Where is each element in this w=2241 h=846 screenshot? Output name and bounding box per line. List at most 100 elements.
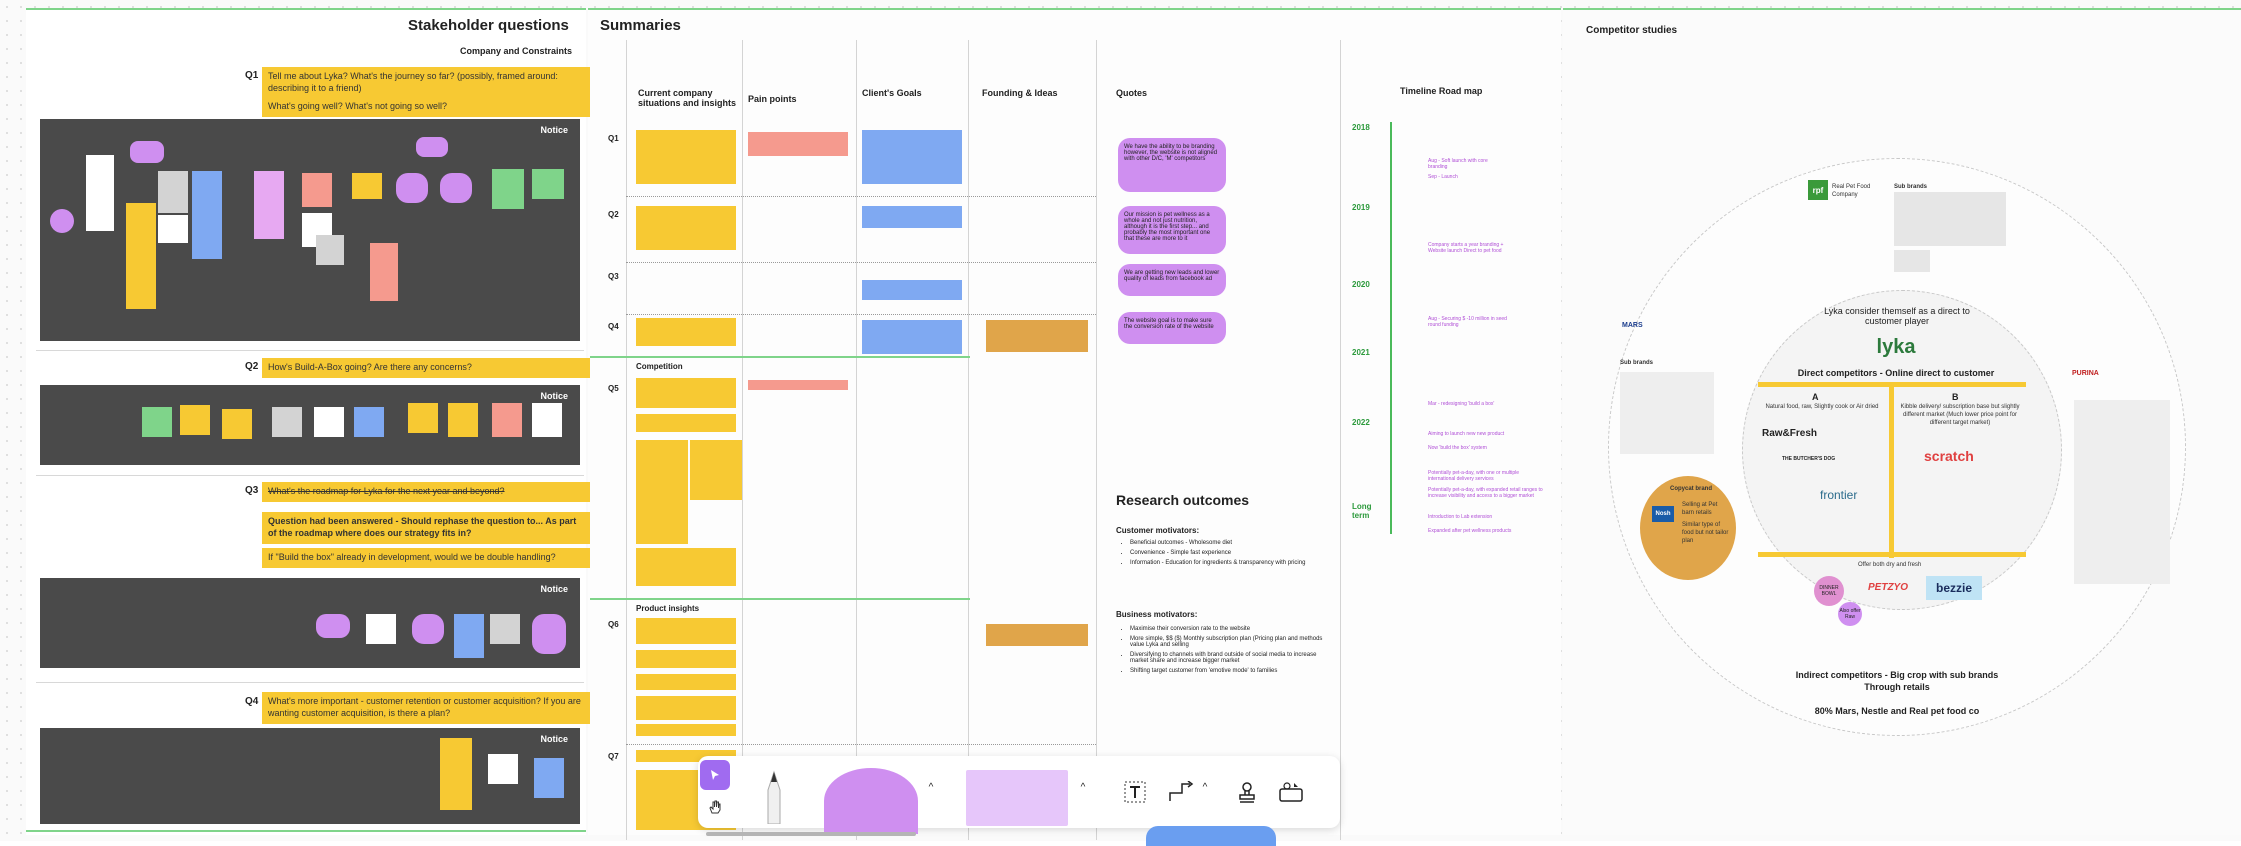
competition-note[interactable] (636, 378, 736, 408)
quote-bubble[interactable]: The website goal is to make sure the con… (1118, 312, 1226, 344)
column-header: Quotes (1116, 88, 1148, 98)
grey-note[interactable] (490, 614, 520, 644)
chevron-up-icon[interactable]: ^ (1080, 781, 1086, 793)
brand-petzyo: PETZYO (1868, 582, 1909, 593)
section-divider (36, 350, 584, 351)
cursor-icon[interactable] (700, 760, 730, 790)
q3-sticky-3[interactable]: If "Build the box" already in developmen… (262, 548, 590, 568)
yellow-note[interactable] (448, 403, 478, 437)
orange-note[interactable] (492, 403, 522, 437)
product-note[interactable] (636, 724, 736, 736)
purple-note[interactable] (416, 137, 448, 157)
section-divider (36, 682, 584, 683)
purple-note[interactable] (412, 614, 444, 644)
insight-note[interactable] (636, 318, 736, 346)
purple-note[interactable] (50, 209, 74, 233)
blue-note[interactable] (454, 614, 484, 658)
q1-sticky[interactable]: Tell me about Lyka? What's the journey s… (262, 67, 590, 99)
column-header: Timeline Road map (1400, 86, 1483, 96)
q1-sticky-2[interactable]: What's going well? What's not going so w… (262, 97, 590, 117)
sticky-note-icon[interactable] (966, 770, 1068, 826)
q3-sticky-2[interactable]: Question had been answered - Should reph… (262, 512, 590, 544)
green-note[interactable] (532, 169, 564, 199)
goal-note[interactable] (862, 320, 962, 354)
founding-note[interactable] (986, 320, 1088, 352)
horizontal-scrollbar[interactable] (706, 832, 916, 836)
product-note[interactable] (636, 674, 736, 690)
q2-text: How's Build-A-Box going? Are there any c… (268, 362, 472, 372)
blue-note[interactable] (192, 171, 222, 259)
grey-note[interactable] (316, 235, 344, 265)
notice-panel-q3[interactable]: Notice (40, 578, 580, 668)
pen-icon[interactable] (760, 766, 788, 826)
grey-note[interactable] (158, 171, 188, 213)
pain-point-note[interactable] (748, 132, 848, 156)
list-item: Convenience - Simple fast experience (1130, 550, 1350, 556)
yellow-note[interactable] (222, 409, 252, 439)
copycat-bubble[interactable] (1640, 476, 1736, 580)
product-note[interactable] (636, 696, 736, 720)
product-note[interactable] (636, 618, 736, 644)
section-divider (26, 830, 586, 832)
q2-sticky[interactable]: How's Build-A-Box going? Are there any c… (262, 358, 590, 378)
pain-point-note[interactable] (748, 380, 848, 390)
blue-tab-partial[interactable] (1146, 826, 1276, 846)
copycat-text-1: Selling at Pet barn retails (1682, 502, 1718, 516)
purple-note[interactable] (130, 141, 164, 163)
white-note[interactable] (314, 407, 344, 437)
competition-note[interactable] (636, 414, 736, 432)
column-header: Founding & Ideas (982, 88, 1058, 98)
yellow-note[interactable] (440, 738, 472, 810)
founding-note[interactable] (986, 624, 1088, 646)
hand-icon[interactable] (700, 792, 730, 822)
quote-bubble[interactable]: We have the ability to be branding howev… (1118, 138, 1226, 192)
notice-panel-q2[interactable]: Notice (40, 385, 580, 465)
shape-icon[interactable] (824, 768, 918, 834)
competition-note[interactable] (636, 440, 688, 544)
purple-note[interactable] (396, 173, 428, 203)
chevron-up-icon[interactable]: ^ (928, 781, 934, 793)
white-note[interactable] (488, 754, 518, 784)
green-note[interactable] (492, 169, 524, 209)
timeline-year: 2022 (1352, 418, 1370, 427)
yellow-note[interactable] (180, 405, 210, 435)
purple-note[interactable] (316, 614, 350, 638)
purple-note[interactable] (254, 171, 284, 239)
widget-icon[interactable] (1276, 777, 1306, 807)
orange-note[interactable] (302, 173, 332, 207)
white-note[interactable] (366, 614, 396, 644)
q4-sticky[interactable]: What's more important - customer retenti… (262, 692, 590, 724)
white-note[interactable] (532, 403, 562, 437)
white-note[interactable] (86, 155, 114, 231)
yellow-note[interactable] (352, 173, 382, 199)
grey-note[interactable] (272, 407, 302, 437)
purple-note[interactable] (440, 173, 472, 203)
row-label: Q7 (608, 752, 619, 761)
goal-note[interactable] (862, 206, 962, 228)
quote-bubble[interactable]: Our mission is pet wellness as a whole a… (1118, 206, 1226, 254)
chevron-up-icon[interactable]: ^ (1202, 781, 1208, 793)
purple-note[interactable] (532, 614, 566, 654)
yellow-note[interactable] (126, 203, 156, 309)
goal-note[interactable] (862, 280, 962, 300)
product-note[interactable] (636, 650, 736, 668)
competition-note[interactable] (690, 440, 742, 500)
goal-note[interactable] (862, 130, 962, 184)
blue-note[interactable] (354, 407, 384, 437)
notice-panel-q4[interactable]: Notice (40, 728, 580, 824)
text-icon[interactable] (1120, 777, 1150, 807)
orange-note[interactable] (370, 243, 398, 301)
quote-bubble[interactable]: We are getting new leads and lower quali… (1118, 264, 1226, 296)
blue-note[interactable] (534, 758, 564, 798)
q3-sticky[interactable]: What's the roadmap for Lyka for the next… (262, 482, 590, 502)
insight-note[interactable] (636, 206, 736, 250)
q4-text: What's more important - customer retenti… (268, 696, 581, 718)
connector-icon[interactable] (1166, 777, 1196, 807)
green-note[interactable] (142, 407, 172, 437)
competition-note[interactable] (636, 548, 736, 586)
insight-note[interactable] (636, 130, 736, 184)
notice-panel-q1[interactable]: Notice (40, 119, 580, 341)
white-note[interactable] (158, 215, 188, 243)
yellow-note[interactable] (408, 403, 438, 433)
stamp-icon[interactable] (1232, 777, 1262, 807)
